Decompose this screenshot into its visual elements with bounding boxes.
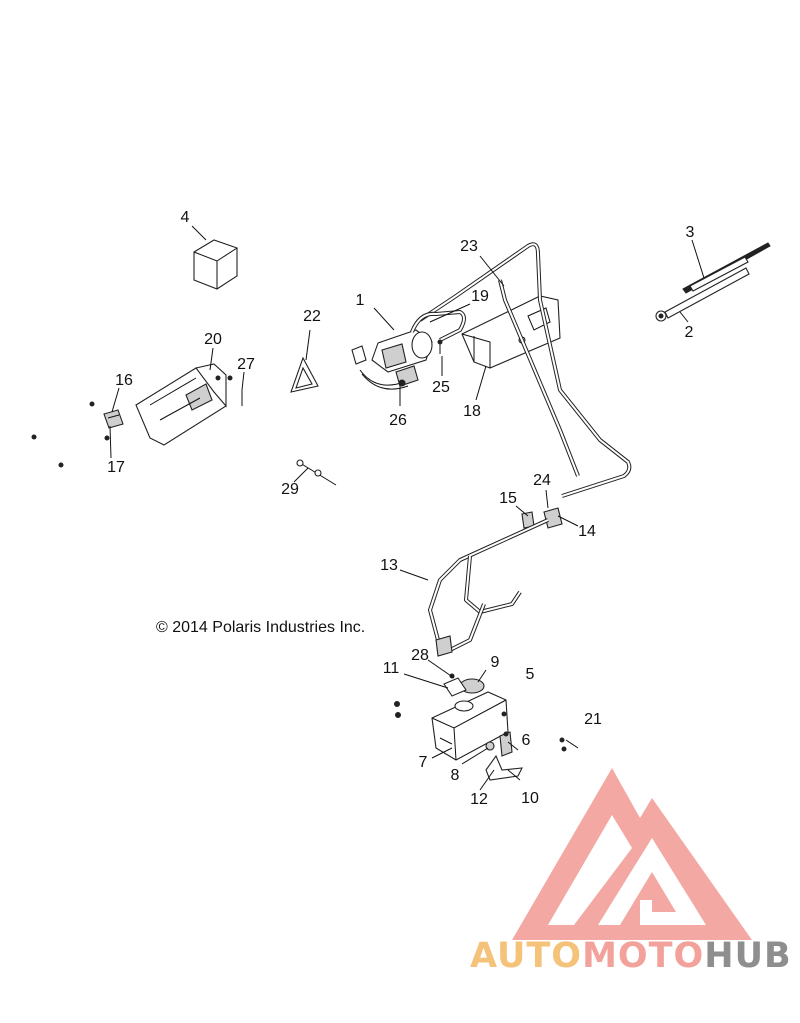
callout-10: 10	[521, 790, 539, 807]
callout-6: 6	[522, 732, 531, 749]
callout-29: 29	[281, 481, 299, 498]
part-19-hose-clip	[410, 310, 466, 342]
watermark-logo-icon	[512, 768, 752, 940]
callout-15: 15	[499, 490, 517, 507]
callout-27: 27	[237, 356, 255, 373]
part-23-washer-hose	[418, 242, 632, 498]
callout-21: 21	[584, 711, 602, 728]
part-29-rod	[296, 459, 337, 486]
callout-5: 5	[526, 666, 535, 683]
callout-14: 14	[578, 523, 596, 540]
callout-12: 12	[470, 791, 488, 808]
part-20-switch-panel	[135, 363, 227, 446]
callout-4: 4	[181, 209, 190, 226]
callout-8: 8	[451, 767, 460, 784]
callout-7: 7	[419, 754, 428, 771]
leader-lines	[109, 225, 705, 791]
callout-13: 13	[380, 557, 398, 574]
callout-19: 19	[471, 288, 489, 305]
callout-17: 17	[107, 459, 125, 476]
callout-25: 25	[432, 379, 450, 396]
callout-11: 11	[383, 660, 400, 677]
part-13-wire-harness	[428, 518, 549, 657]
part-4-box	[193, 239, 238, 290]
fasteners-left	[31, 375, 243, 468]
part-3-wiper-blade	[682, 242, 771, 294]
copyright-text: © 2014 Polaris Industries Inc.	[156, 619, 366, 636]
callout-28: 28	[411, 647, 429, 664]
part-16-switch	[103, 409, 124, 429]
watermark-wordmark: AUTOMOTOHUB	[470, 936, 792, 976]
part-11-bracket	[443, 673, 467, 697]
part-2-wiper-arm	[655, 267, 750, 322]
fasteners-right	[394, 339, 567, 752]
callout-16: 16	[115, 372, 133, 389]
callout-20: 20	[204, 331, 222, 348]
watermark-moto: MOTO	[582, 936, 705, 976]
part-14-connector	[543, 507, 563, 529]
part-10-bracket	[485, 754, 523, 781]
part-6-pump	[499, 731, 513, 757]
callout-1: 1	[356, 292, 365, 309]
part-22-triangle	[290, 356, 319, 393]
callout-24: 24	[533, 472, 551, 489]
watermark-hub: HUB	[704, 936, 792, 976]
callout-18: 18	[463, 403, 481, 420]
callout-26: 26	[389, 412, 407, 429]
callout-3: 3	[686, 224, 695, 241]
callout-22: 22	[303, 308, 321, 325]
watermark-auto: AUTO	[470, 936, 583, 976]
part-7-washer-reservoir	[431, 691, 509, 761]
part-1-wiper-motor	[351, 329, 433, 390]
callout-23: 23	[460, 238, 478, 255]
callout-2: 2	[685, 324, 694, 341]
callout-9: 9	[491, 654, 500, 671]
